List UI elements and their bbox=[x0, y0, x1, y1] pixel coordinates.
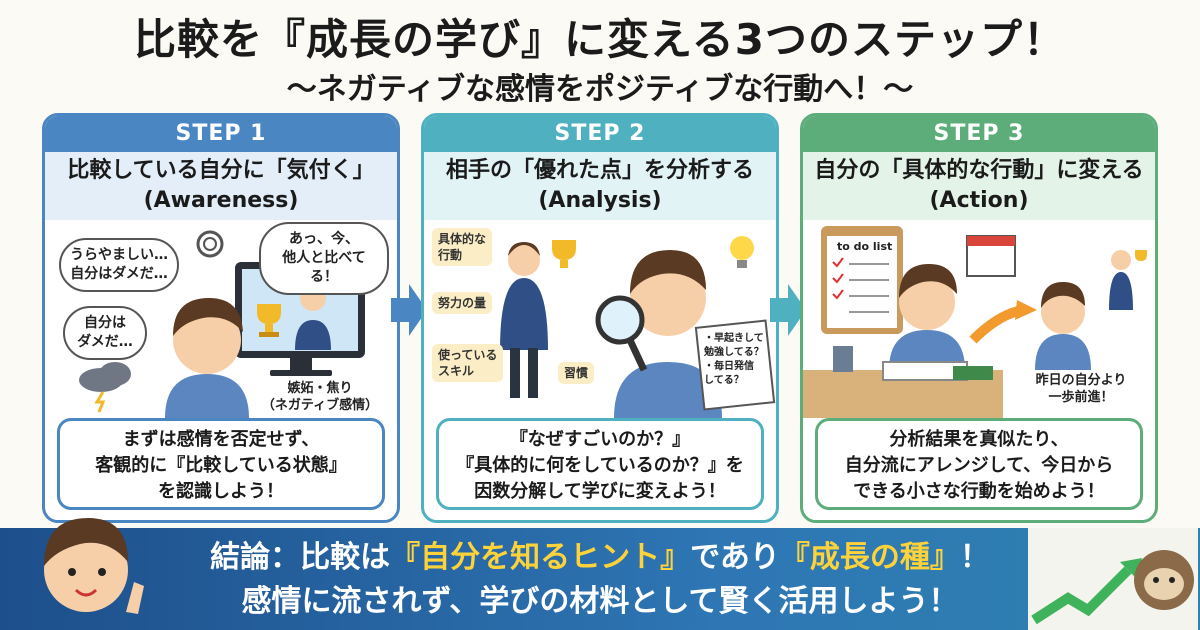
step-2-heading: 相手の「優れた点」を分析する (Analysis) bbox=[424, 152, 776, 220]
step-2-heading-en: (Analysis) bbox=[538, 188, 662, 213]
step-2-card: STEP 2 相手の「優れた点」を分析する (Analysis) bbox=[421, 113, 779, 523]
light-bulb-icon bbox=[730, 236, 754, 260]
step-1-scene-art bbox=[79, 230, 365, 418]
step-3-caption: 昨日の自分より 一歩前進！ bbox=[1035, 373, 1127, 405]
memo-text: ・早起きして 勉強してる？ ・毎日発信 してる？ bbox=[704, 333, 764, 386]
step-1-heading-jp: 比較している自分に「気付く」 bbox=[67, 158, 375, 183]
speech-bubble-notice: あっ、今、 他人と比べてる！ bbox=[259, 222, 389, 295]
orange-arrow-icon bbox=[1015, 300, 1037, 320]
step-2-illustration: 具体的な 行動 努力の量 使っている スキル 習慣 ・早起きして 勉強してる？ … bbox=[424, 220, 776, 418]
conclusion-banner: 結論：比較は『自分を知るヒント』であり『成長の種』！ 感情に流されず、学びの材料… bbox=[0, 518, 1200, 630]
step-1-label: STEP 1 bbox=[45, 116, 397, 152]
step-1-illustration: うらやましい… 自分はダメだ… 自分は ダメだ… あっ、今、 他人と比べてる！ … bbox=[45, 220, 397, 418]
step-2-label: STEP 2 bbox=[424, 116, 776, 152]
thought-bubble-self: 自分は ダメだ… bbox=[63, 306, 147, 360]
pencil-cup-icon bbox=[833, 346, 853, 372]
step-2-note: 『なぜすごいのか？』 『具体的に何をしているのか？』を 因数分解して学びに変えよ… bbox=[436, 418, 764, 510]
step-1-heading-en: (Awareness) bbox=[143, 188, 299, 213]
book-icon bbox=[953, 366, 993, 380]
sloth-growth-icon bbox=[1028, 528, 1198, 630]
step-1-note: まずは感情を否定せず、 客観的に『比較している状態』 を認識しよう！ bbox=[57, 418, 385, 510]
pointing-boy-icon bbox=[44, 518, 144, 614]
trophy-icon bbox=[552, 240, 576, 260]
arrow-right-icon bbox=[391, 284, 427, 336]
tag-skill: 使っている スキル bbox=[432, 344, 504, 382]
page-subtitle: 〜ネガティブな感情をポジティブな行動へ！〜 bbox=[286, 72, 914, 107]
conclusion-line-2: 感情に流されず、学びの材料として賢く活用しよう！ bbox=[241, 584, 959, 619]
step-1-heading: 比較している自分に「気付く」 (Awareness) bbox=[45, 152, 397, 220]
arrow-right-icon bbox=[770, 284, 806, 336]
page-title: 比較を『成長の学び』に変える3つのステップ！ bbox=[134, 15, 1066, 64]
step-3-card: STEP 3 自分の「具体的な行動」に変える (Action) bbox=[800, 113, 1158, 523]
trophy-icon bbox=[257, 304, 281, 324]
step-1-card: STEP 1 比較している自分に「気付く」 (Awareness) bbox=[42, 113, 400, 523]
step-3-scene-art bbox=[803, 226, 1147, 418]
tag-habit: 習慣 bbox=[558, 362, 595, 384]
step-3-illustration: to do list 昨日の自分より 一歩前進！ bbox=[803, 220, 1155, 418]
step-3-heading-jp: 自分の「具体的な行動」に変える bbox=[814, 158, 1144, 183]
todo-list-title: to do list bbox=[837, 240, 893, 253]
step-3-label: STEP 3 bbox=[803, 116, 1155, 152]
step-1-caption: 嫉妬・焦り （ネガティブ感情） bbox=[261, 381, 379, 413]
notebook-icon bbox=[694, 319, 776, 411]
trophy-icon bbox=[1135, 250, 1147, 261]
thought-bubble-envy: うらやましい… 自分はダメだ… bbox=[59, 238, 179, 292]
conclusion-line-1: 結論：比較は『自分を知るヒント』であり『成長の種』！ bbox=[210, 540, 990, 575]
magnifier-icon bbox=[595, 295, 645, 345]
tag-action: 具体的な 行動 bbox=[432, 228, 493, 266]
step-2-scene-art bbox=[500, 236, 776, 418]
step-2-heading-jp: 相手の「優れた点」を分析する bbox=[445, 158, 754, 183]
step-3-heading-en: (Action) bbox=[929, 188, 1029, 213]
step-3-note: 分析結果を真似たり、 自分流にアレンジして、今日から できる小さな行動を始めよう… bbox=[815, 418, 1143, 510]
tag-effort: 努力の量 bbox=[432, 292, 493, 314]
swirl-icon bbox=[196, 230, 224, 258]
step-3-heading: 自分の「具体的な行動」に変える (Action) bbox=[803, 152, 1155, 220]
